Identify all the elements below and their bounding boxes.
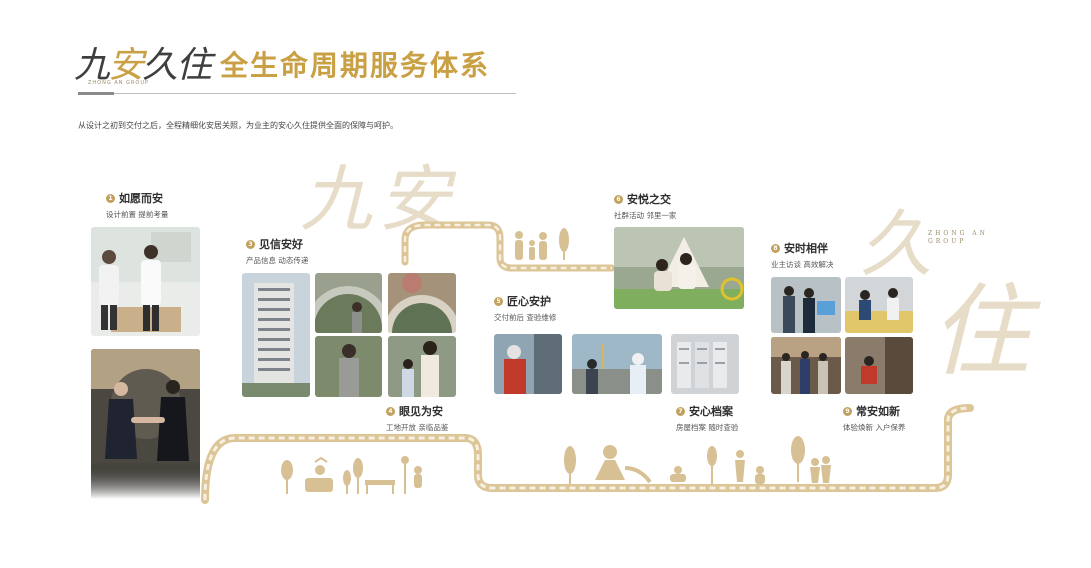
stage-3: 3 见信安好 产品信息 动态传递 [246, 236, 308, 266]
logo-subtitle: ZHONG AN GROUP [88, 80, 150, 86]
stage-3-header: 3 见信安好 [246, 236, 308, 252]
stage-7-header: 7 安心档案 [676, 403, 738, 419]
title-divider [78, 93, 516, 94]
stage-4-subtitle: 工地开放 亲临品鉴 [386, 423, 449, 432]
stage-6-subtitle: 社群活动 邻里一家 [614, 211, 677, 220]
stage-8-subtitle: 业主访谈 高效解决 [771, 260, 834, 269]
stage-8-header: 8 安时相伴 [771, 240, 833, 256]
logo-char-1: 九 [74, 45, 110, 86]
stage-1-number-badge: 1 [106, 193, 115, 203]
stage-5-photo-inspector [494, 334, 562, 394]
intro-text: 从设计之初到交付之后，全程精细化安居关照，为业主的安心久住提供全面的保障与呵护。 [78, 121, 398, 130]
stage-4: 4 眼见为安 工地开放 亲临品鉴 [386, 403, 448, 433]
stage-1: 1 如愿而安 设计前置 提前考量 [106, 190, 168, 220]
stage-5-photo-inspector-graphic [494, 334, 562, 394]
stage-5-title: 匠心安护 [507, 295, 551, 308]
stage-4-number-badge: 4 [386, 406, 395, 416]
stage-1-title: 如愿而安 [119, 192, 163, 205]
stage-3-number-badge: 3 [246, 239, 255, 249]
stage-9-subtitle: 体验焕新 入户保养 [843, 423, 906, 432]
journey-road-upper-center [403, 223, 612, 270]
decorative-calligraphy-zhu: 住 [930, 273, 1030, 390]
stage-3-photo-arch-garden-graphic [388, 273, 456, 333]
walking-silhouettes [791, 436, 831, 483]
stage-9-number-badge: 9 [843, 406, 852, 416]
logo-char-3: 久住 [142, 45, 212, 86]
stage-5-subtitle: 交付前后 查验维修 [494, 313, 557, 322]
stage-6-header: 6 安悦之交 [614, 191, 676, 207]
stage-3-photo-arch-couple-graphic [315, 273, 382, 333]
stage-7-subtitle: 房屋档案 随时查验 [676, 423, 739, 432]
stage-8-photo-service-team [845, 277, 913, 333]
stage-7-title: 安心档案 [689, 405, 733, 418]
stage-6-photo-family-picnic-graphic [614, 227, 744, 309]
stage-8-photo-owner-visit-graphic [771, 277, 841, 333]
stage-3-photo-family-graphic [388, 336, 456, 397]
stage-9-header: 9 常安如新 [843, 403, 905, 419]
brand-logo: 九安久住 [74, 36, 212, 88]
playground-silhouettes [564, 445, 765, 484]
stage-1-photo-handshake-graphic [91, 349, 200, 499]
stage-6-number-badge: 6 [614, 194, 623, 204]
stage-1-photo-design-meeting [91, 227, 200, 336]
stage-4-header: 4 眼见为安 [386, 403, 448, 419]
stage-6-title: 安悦之交 [627, 193, 671, 206]
stage-3-photo-tower [242, 273, 310, 397]
stage-8-photo-owner-visit [771, 277, 841, 333]
decorative-calligraphy-jiu: 久 [860, 202, 933, 286]
stage-5-header: 5 匠心安护 [494, 293, 556, 309]
stage-8-photo-home-visit-graphic [771, 337, 841, 394]
stage-3-title: 见信安好 [259, 238, 303, 251]
stage-5-photo-site-check [572, 334, 662, 394]
stage-8-number-badge: 8 [771, 243, 780, 253]
logo-char-2: 安 [108, 45, 144, 86]
stage-8-title: 安时相伴 [784, 242, 828, 255]
stage-7: 7 安心档案 房屋档案 随时查验 [676, 403, 738, 433]
stage-9-title: 常安如新 [856, 405, 900, 418]
stage-3-photo-tower-graphic [242, 273, 310, 397]
stage-5-photo-site-check-graphic [572, 334, 662, 394]
journey-road-upper-border [401, 221, 616, 272]
stage-8: 8 安时相伴 业主访谈 高效解决 [771, 240, 833, 270]
stage-1-photo-handshake [91, 349, 200, 499]
stage-7-photo-archive-shelves-graphic [671, 334, 739, 394]
decorative-english-line-1: ZHONG AN [928, 230, 988, 237]
stage-3-photo-arch-garden [388, 273, 456, 333]
decorative-english-label: ZHONG AN GROUP [928, 230, 988, 246]
stage-7-number-badge: 7 [676, 406, 685, 416]
title-divider-accent [78, 92, 114, 95]
stage-6: 6 安悦之交 社群活动 邻里一家 [614, 191, 676, 221]
stage-8-photo-repair-graphic [845, 337, 913, 394]
stage-6-photo-family-picnic [614, 227, 744, 309]
page-title: 全生命周期服务体系 [220, 49, 491, 82]
family-silhouettes-top [515, 228, 569, 260]
stage-8-photo-home-visit [771, 337, 841, 394]
stage-8-photo-service-team-graphic [845, 277, 913, 333]
stage-8-photo-repair [845, 337, 913, 394]
stage-1-subtitle: 设计前置 提前考量 [106, 210, 169, 219]
decorative-english-line-2: GROUP [928, 238, 967, 245]
journey-road-center [203, 406, 971, 501]
stage-9: 9 常安如新 体验焕新 入户保养 [843, 403, 905, 433]
stage-3-photo-arch-couple [315, 273, 382, 333]
park-silhouettes-left [281, 456, 422, 494]
stage-5-number-badge: 5 [494, 296, 503, 306]
stage-3-photo-visitor-graphic [315, 336, 382, 397]
stage-3-subtitle: 产品信息 动态传递 [246, 256, 309, 265]
stage-3-photo-visitor [315, 336, 382, 397]
stage-1-photo-graphic [91, 227, 200, 336]
stage-1-header: 1 如愿而安 [106, 190, 168, 206]
stage-4-title: 眼见为安 [399, 405, 443, 418]
stage-7-photo-archive-shelves [671, 334, 739, 394]
stage-5: 5 匠心安护 交付前后 查验维修 [494, 293, 556, 323]
stage-3-photo-family [388, 336, 456, 397]
